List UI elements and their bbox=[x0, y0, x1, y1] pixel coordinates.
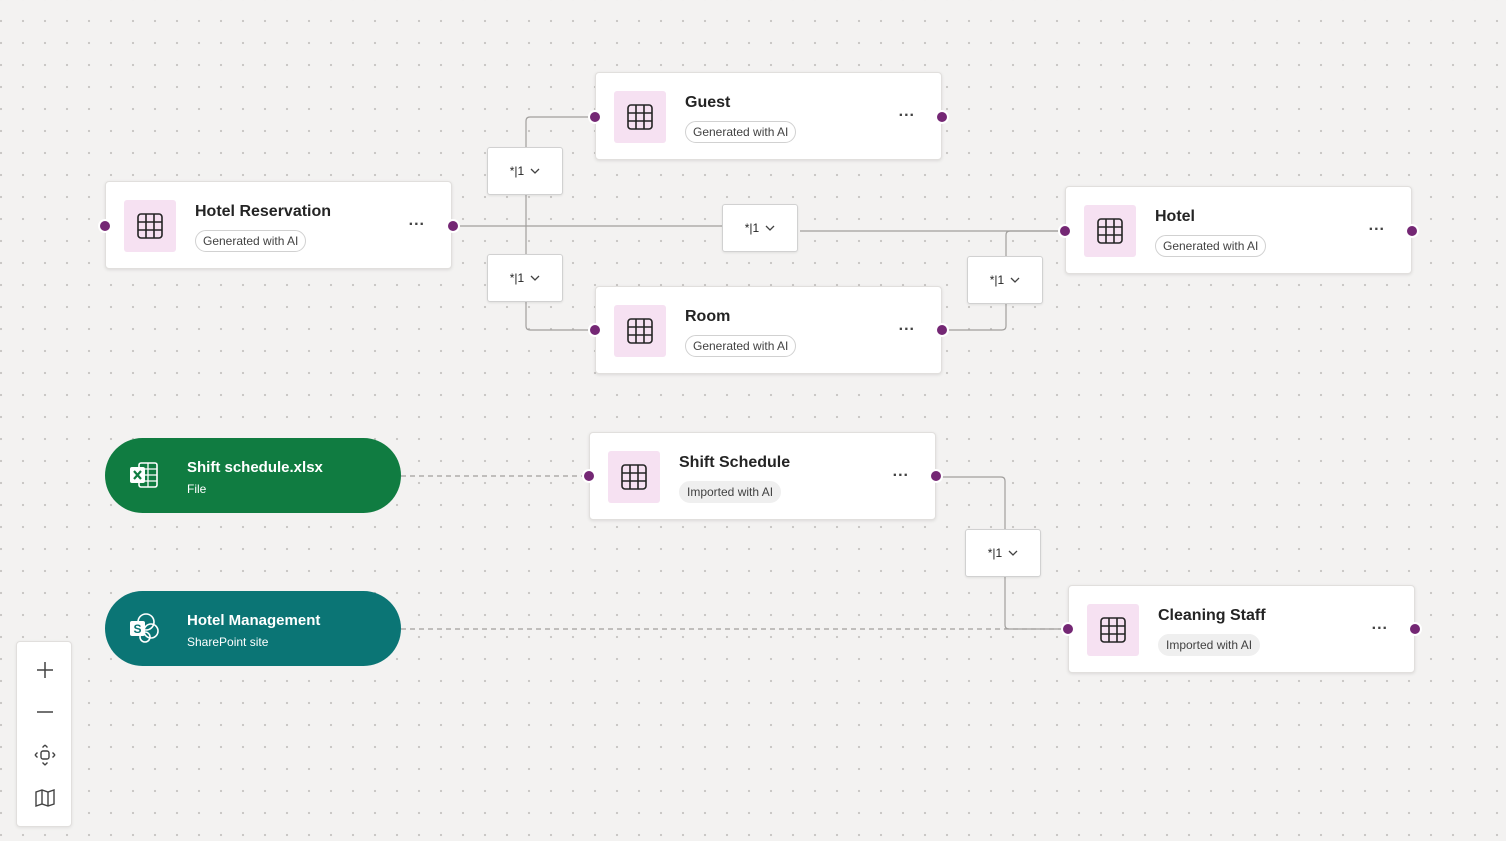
sharepoint-icon: S bbox=[130, 613, 159, 643]
excel-icon bbox=[130, 462, 158, 488]
table-title: Room bbox=[685, 308, 731, 325]
cardinality-label: *|1 bbox=[987, 546, 1003, 560]
relationship-dropdown-guest[interactable]: *|1 bbox=[487, 147, 563, 195]
cardinality-label: *|1 bbox=[989, 273, 1005, 287]
fit-view-icon[interactable] bbox=[31, 741, 59, 769]
connection-port[interactable] bbox=[1058, 224, 1072, 238]
table-title: Hotel bbox=[1155, 208, 1195, 225]
table-card-room[interactable]: Room Generated with AI ... bbox=[595, 286, 942, 374]
table-card-guest[interactable]: Guest Generated with AI ... bbox=[595, 72, 942, 160]
table-card-hotel[interactable]: Hotel Generated with AI ... bbox=[1065, 186, 1412, 274]
canvas-controls bbox=[16, 641, 72, 827]
zoom-in-icon[interactable] bbox=[31, 656, 59, 684]
table-title: Hotel Reservation bbox=[195, 203, 332, 220]
edge-reservation-room bbox=[525, 226, 596, 331]
more-options-button[interactable]: ... bbox=[898, 317, 915, 334]
table-title: Cleaning Staff bbox=[1158, 607, 1266, 624]
table-grid-icon bbox=[1084, 205, 1136, 257]
connection-port[interactable] bbox=[582, 469, 596, 483]
zoom-out-icon[interactable] bbox=[31, 698, 59, 726]
table-title: Shift Schedule bbox=[679, 454, 791, 471]
table-grid-icon bbox=[614, 91, 666, 143]
connection-port[interactable] bbox=[446, 219, 460, 233]
table-grid-icon bbox=[1087, 604, 1139, 656]
more-options-button[interactable]: ... bbox=[1368, 217, 1385, 234]
table-grid-icon bbox=[614, 305, 666, 357]
more-options-button[interactable]: ... bbox=[1371, 616, 1388, 633]
cardinality-label: *|1 bbox=[509, 271, 525, 285]
connection-port[interactable] bbox=[1061, 622, 1075, 636]
connection-port[interactable] bbox=[1408, 622, 1422, 636]
table-card-hotel-reservation[interactable]: Hotel Reservation Generated with AI ... bbox=[105, 181, 452, 269]
table-grid-icon bbox=[124, 200, 176, 252]
table-card-shift-schedule[interactable]: Shift Schedule Imported with AI ... bbox=[589, 432, 936, 520]
table-grid-icon bbox=[608, 451, 660, 503]
chevron-down-icon bbox=[530, 275, 540, 281]
table-title: Guest bbox=[685, 94, 731, 111]
source-sharepoint-site[interactable]: S Hotel Management SharePoint site bbox=[105, 591, 401, 666]
cardinality-label: *|1 bbox=[509, 164, 525, 178]
table-badge: Generated with AI bbox=[1155, 235, 1267, 257]
table-badge: Generated with AI bbox=[195, 230, 307, 252]
source-subtitle: File bbox=[187, 482, 207, 496]
connection-port[interactable] bbox=[1405, 224, 1419, 238]
chevron-down-icon bbox=[765, 225, 775, 231]
edge-reservation-guest bbox=[525, 116, 596, 226]
chevron-down-icon bbox=[1010, 277, 1020, 283]
table-badge: Generated with AI bbox=[685, 335, 797, 357]
table-card-cleaning-staff[interactable]: Cleaning Staff Imported with AI ... bbox=[1068, 585, 1415, 673]
relationship-dropdown-room[interactable]: *|1 bbox=[487, 254, 563, 302]
more-options-button[interactable]: ... bbox=[408, 212, 425, 229]
connection-port[interactable] bbox=[935, 323, 949, 337]
table-badge: Imported with AI bbox=[1158, 634, 1261, 656]
more-options-button[interactable]: ... bbox=[892, 463, 909, 480]
connection-port[interactable] bbox=[588, 323, 602, 337]
svg-text:S: S bbox=[133, 622, 141, 636]
minimap-icon[interactable] bbox=[31, 784, 59, 812]
connection-port[interactable] bbox=[935, 110, 949, 124]
source-subtitle: SharePoint site bbox=[187, 635, 269, 649]
chevron-down-icon bbox=[530, 168, 540, 174]
connection-port[interactable] bbox=[98, 219, 112, 233]
more-options-button[interactable]: ... bbox=[898, 103, 915, 120]
connection-port[interactable] bbox=[588, 110, 602, 124]
source-title: Shift schedule.xlsx bbox=[187, 459, 323, 476]
relationship-dropdown-room-hotel[interactable]: *|1 bbox=[967, 256, 1043, 304]
relationship-dropdown-shift-staff[interactable]: *|1 bbox=[965, 529, 1041, 577]
table-badge: Imported with AI bbox=[679, 481, 782, 503]
source-excel-file[interactable]: Shift schedule.xlsx File bbox=[105, 438, 401, 513]
cardinality-label: *|1 bbox=[744, 221, 760, 235]
chevron-down-icon bbox=[1008, 550, 1018, 556]
table-badge: Generated with AI bbox=[685, 121, 797, 143]
relationship-dropdown-hotel[interactable]: *|1 bbox=[722, 204, 798, 252]
source-title: Hotel Management bbox=[187, 612, 321, 629]
connection-port[interactable] bbox=[929, 469, 943, 483]
